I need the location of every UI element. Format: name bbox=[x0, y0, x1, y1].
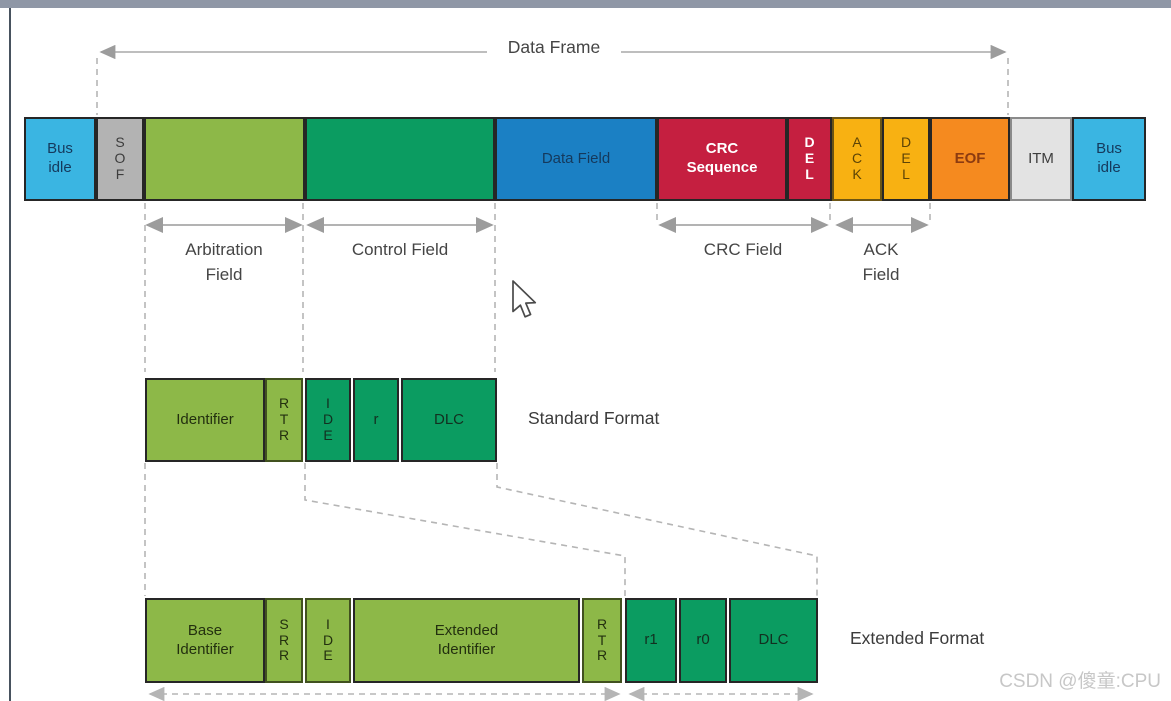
bar-segment-ack: A C K bbox=[832, 117, 882, 201]
bar-segment-del-red: D E L bbox=[787, 117, 832, 201]
std-segment-r: r bbox=[353, 378, 399, 462]
ext-segment-ide: I D E bbox=[305, 598, 351, 683]
window-top-edge bbox=[0, 0, 1171, 8]
ack-field-label: ACK Field bbox=[862, 240, 900, 284]
data-frame-label: Data Frame bbox=[507, 37, 601, 57]
ext-segment-rtr: R T R bbox=[582, 598, 622, 683]
bar-segment-arbitration-region bbox=[144, 117, 305, 201]
window-left-edge bbox=[9, 8, 11, 701]
bar-segment-control-region bbox=[305, 117, 495, 201]
bar-segment-bus-idle-right: Bus idle bbox=[1072, 117, 1146, 201]
csdn-watermark: CSDN @傻童:CPU bbox=[999, 671, 1161, 692]
bar-segment-bus-idle-left: Bus idle bbox=[24, 117, 96, 201]
arbitration-field-label: Arbitration Field bbox=[185, 240, 263, 284]
bar-segment-eof: EOF bbox=[930, 117, 1010, 201]
ext-segment-srr: S R R bbox=[265, 598, 303, 683]
bar-segment-del-yellow: D E L bbox=[882, 117, 930, 201]
bar-segment-data-field: Data Field bbox=[495, 117, 657, 201]
std-segment-ide: I D E bbox=[305, 378, 351, 462]
ext-segment-dlc: DLC bbox=[729, 598, 818, 683]
ext-segment-extended-identifier: Extended Identifier bbox=[353, 598, 580, 683]
bar-segment-itm: ITM bbox=[1010, 117, 1072, 201]
standard-format-label: Standard Format bbox=[528, 408, 660, 428]
ext-segment-r0: r0 bbox=[679, 598, 727, 683]
control-field-label: Control Field bbox=[351, 240, 449, 259]
std-segment-identifier: Identifier bbox=[145, 378, 265, 462]
std-segment-rtr: R T R bbox=[265, 378, 303, 462]
ext-segment-base-identifier: Base Identifier bbox=[145, 598, 265, 683]
bar-segment-sof: S O F bbox=[96, 117, 144, 201]
extended-format-label: Extended Format bbox=[850, 628, 985, 648]
std-segment-dlc: DLC bbox=[401, 378, 497, 462]
crc-field-label: CRC Field bbox=[703, 240, 783, 259]
ext-segment-r1: r1 bbox=[625, 598, 677, 683]
bar-segment-crc-sequence: CRC Sequence bbox=[657, 117, 787, 201]
